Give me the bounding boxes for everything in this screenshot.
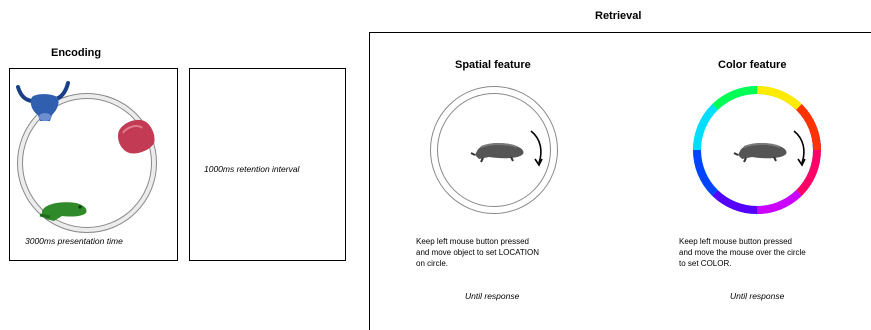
spatial-instruction-line: on circle. [416, 259, 449, 268]
color-wheel[interactable] [692, 85, 822, 215]
mole-icon[interactable] [470, 137, 527, 163]
color-title: Color feature [718, 59, 787, 71]
encoding-ring [17, 93, 157, 233]
retention-panel: 1000ms retention interval [189, 68, 346, 261]
arrow-icon [793, 130, 806, 167]
spatial-instructions: Keep left mouse button pressed and move … [416, 236, 606, 269]
color-instructions: Keep left mouse button pressed and move … [679, 236, 869, 269]
color-instruction-line: Keep left mouse button pressed [679, 237, 792, 246]
frog-icon [39, 202, 87, 221]
color-instruction-line: and move the mouse over the circle [679, 248, 806, 257]
spatial-until: Until response [465, 291, 520, 301]
retrieval-title: Retrieval [595, 10, 642, 22]
spatial-instruction-line: Keep left mouse button pressed [416, 237, 529, 246]
spatial-instruction-line: and move object to set LOCATION [416, 248, 540, 257]
color-instruction-line: to set COLOR. [679, 259, 732, 268]
spatial-title: Spatial feature [455, 59, 531, 71]
encoding-panel: 3000ms presentation time [9, 68, 178, 261]
retention-caption: 1000ms retention interval [204, 164, 300, 174]
arrow-icon [530, 130, 543, 167]
bull-icon [16, 81, 70, 121]
color-until: Until response [730, 291, 785, 301]
retrieval-panel: Spatial feature Keep left mouse button p… [369, 32, 871, 330]
encoding-caption: 3000ms presentation time [25, 236, 123, 246]
mole-icon[interactable] [733, 137, 790, 163]
encoding-title: Encoding [51, 47, 102, 59]
red-object-icon [118, 119, 155, 154]
spatial-ring[interactable] [429, 85, 559, 215]
